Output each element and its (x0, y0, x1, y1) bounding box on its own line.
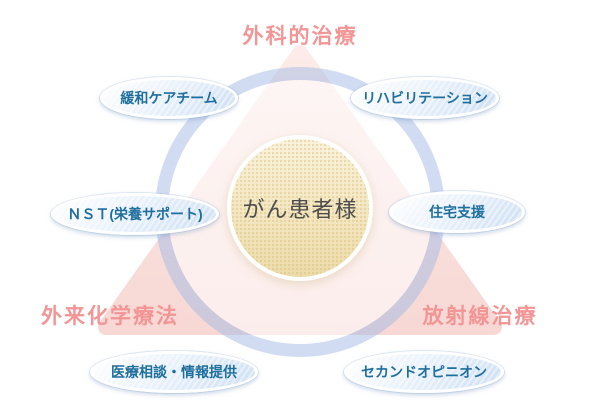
support-oval-label: 緩和ケアチーム (120, 90, 218, 106)
support-oval-label: リハビリテーション (362, 90, 488, 106)
support-oval-label: セカンドオピニオン (361, 364, 487, 380)
support-oval-second-opinion: セカンドオピニオン (344, 351, 504, 393)
support-oval-housing-support: 住宅支援 (389, 191, 525, 233)
treatment-label-radiation: 放射線治療 (422, 305, 538, 328)
treatment-label-chemotherapy: 外来化学療法 (41, 305, 179, 328)
support-oval-label: 住宅支援 (429, 204, 485, 220)
patient-center-circle: がん患者様 (227, 135, 373, 281)
support-oval-label: ＮＳＴ(栄養サポート) (67, 206, 203, 222)
support-oval-label: 医療相談・情報提供 (111, 364, 237, 380)
support-oval-nutrition-support: ＮＳＴ(栄養サポート) (51, 193, 219, 235)
support-oval-palliative-care: 緩和ケアチーム (100, 77, 238, 119)
treatment-label-surgical: 外科的治療 (242, 25, 358, 48)
support-oval-medical-consultation: 医療相談・情報提供 (90, 351, 258, 393)
support-oval-rehabilitation: リハビリテーション (351, 77, 499, 119)
patient-center-label: がん患者様 (242, 197, 358, 222)
